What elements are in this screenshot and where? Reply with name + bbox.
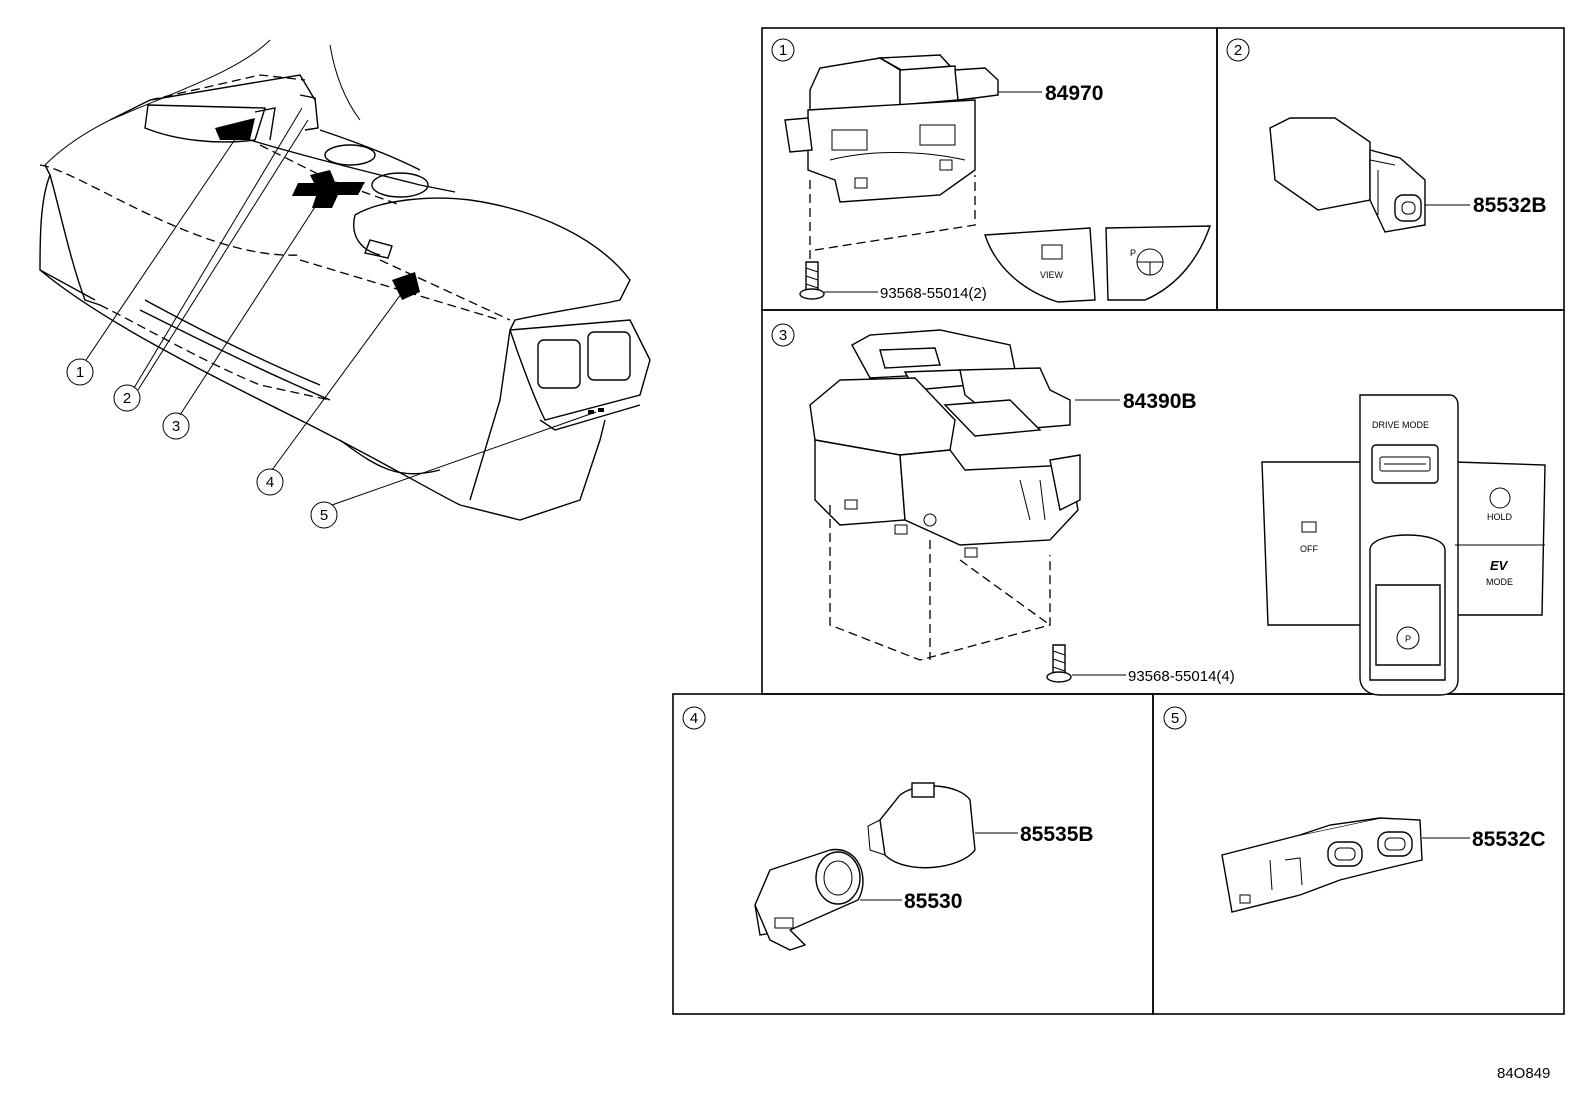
- panel-3: 3 84390B 93568-550: [771, 323, 1546, 696]
- panel-frames: [672, 27, 1565, 1015]
- panel-3-label: 3: [771, 323, 795, 347]
- svg-text:1: 1: [779, 42, 787, 59]
- svg-text:5: 5: [1171, 710, 1179, 727]
- screw-icon: [1046, 644, 1072, 683]
- panel-5: 5 85532C: [1163, 706, 1546, 913]
- traction-off-icon: OFF: [1300, 521, 1318, 554]
- svg-text:MODE: MODE: [1486, 577, 1513, 587]
- callout-2[interactable]: 2: [113, 384, 141, 412]
- svg-text:4: 4: [266, 474, 274, 491]
- svg-text:2: 2: [123, 390, 131, 407]
- svg-text:VIEW: VIEW: [1040, 270, 1064, 280]
- panel-2-label: 2: [1226, 38, 1250, 62]
- svg-text:EV: EV: [1490, 558, 1509, 573]
- part-number-85530: 85530: [904, 890, 962, 913]
- svg-text:2: 2: [1234, 42, 1242, 59]
- panel-1-label: 1: [771, 38, 795, 62]
- parking-assist-button-inset: P: [1105, 225, 1211, 301]
- svg-text:P: P: [1130, 248, 1136, 258]
- panel-5-label: 5: [1163, 706, 1187, 730]
- console-overview: 1 2 3 4 5: [39, 39, 651, 529]
- usb-port-85532C[interactable]: [1221, 817, 1423, 913]
- callout-4[interactable]: 4: [256, 468, 284, 496]
- svg-text:P: P: [1405, 634, 1411, 644]
- panel-1: 1 84970 93568-55014(2): [771, 38, 1211, 303]
- switch-module-84390B[interactable]: [809, 329, 1081, 558]
- part-number-93568-55014-2: 93568-55014(2): [880, 285, 987, 302]
- panel-4: 4 85535B 85530: [682, 706, 1094, 951]
- view-button-inset: VIEW: [984, 227, 1096, 303]
- figure-code: 84O849: [1497, 1065, 1550, 1082]
- svg-text:HOLD: HOLD: [1487, 512, 1513, 522]
- svg-text:1: 1: [76, 364, 84, 381]
- svg-text:5: 5: [320, 507, 328, 524]
- panel-4-label: 4: [682, 706, 706, 730]
- panel-2: 2 85532B: [1226, 38, 1547, 233]
- drive-mode-panel-inset: DRIVE MODE P HOLD EV MODE OFF: [1261, 394, 1546, 696]
- svg-text:OFF: OFF: [1300, 544, 1318, 554]
- part-number-84970: 84970: [1045, 82, 1103, 105]
- parking-brake-icon: P: [1396, 626, 1420, 650]
- screw-icon: [799, 261, 825, 300]
- callout-3[interactable]: 3: [162, 412, 190, 440]
- svg-text:3: 3: [779, 327, 787, 344]
- svg-text:3: 3: [172, 418, 180, 435]
- part-number-93568-55014-4: 93568-55014(4): [1128, 668, 1235, 685]
- part-number-84390B: 84390B: [1123, 390, 1197, 413]
- power-outlet-85530[interactable]: [754, 848, 864, 951]
- callout-1[interactable]: 1: [66, 358, 94, 386]
- hold-icon: HOLD: [1487, 487, 1513, 522]
- switch-module-84970[interactable]: [784, 54, 999, 203]
- svg-text:DRIVE MODE: DRIVE MODE: [1372, 420, 1429, 430]
- part-number-85532C: 85532C: [1472, 828, 1546, 851]
- part-number-85535B: 85535B: [1020, 823, 1094, 846]
- svg-text:4: 4: [690, 710, 698, 727]
- callout-5[interactable]: 5: [310, 501, 338, 529]
- socket-cap-85535B[interactable]: [867, 782, 976, 869]
- part-number-85532B: 85532B: [1473, 194, 1547, 217]
- usb-port-85532B[interactable]: [1269, 117, 1426, 233]
